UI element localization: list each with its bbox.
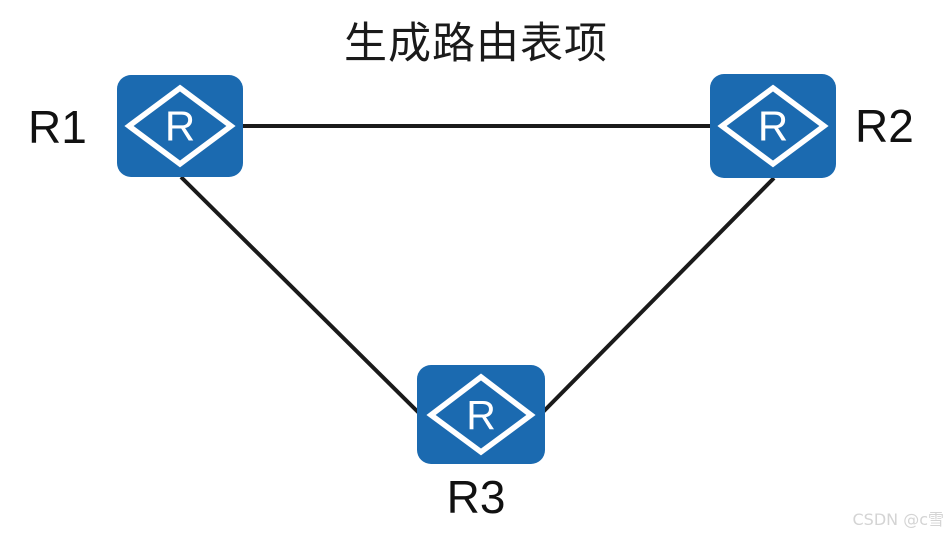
node-label-r1: R1 — [28, 101, 87, 153]
router-icon: R — [124, 84, 236, 168]
node-label-r3: R3 — [446, 471, 506, 523]
router-node-r2[interactable]: R — [710, 74, 836, 178]
link-r2-r3 — [541, 176, 776, 414]
router-icon: R — [426, 373, 536, 456]
svg-text:R: R — [466, 392, 496, 438]
watermark: CSDN @c雪 — [852, 510, 944, 529]
link-r1-r3 — [179, 175, 422, 416]
router-node-r3[interactable]: R — [417, 365, 545, 464]
router-node-r1[interactable]: R — [117, 75, 243, 177]
router-icon: R — [717, 84, 829, 168]
node-label-r2: R2 — [855, 100, 914, 152]
svg-text:R: R — [758, 103, 788, 150]
svg-text:R: R — [165, 103, 195, 150]
page-title: 生成路由表项 — [344, 19, 608, 69]
